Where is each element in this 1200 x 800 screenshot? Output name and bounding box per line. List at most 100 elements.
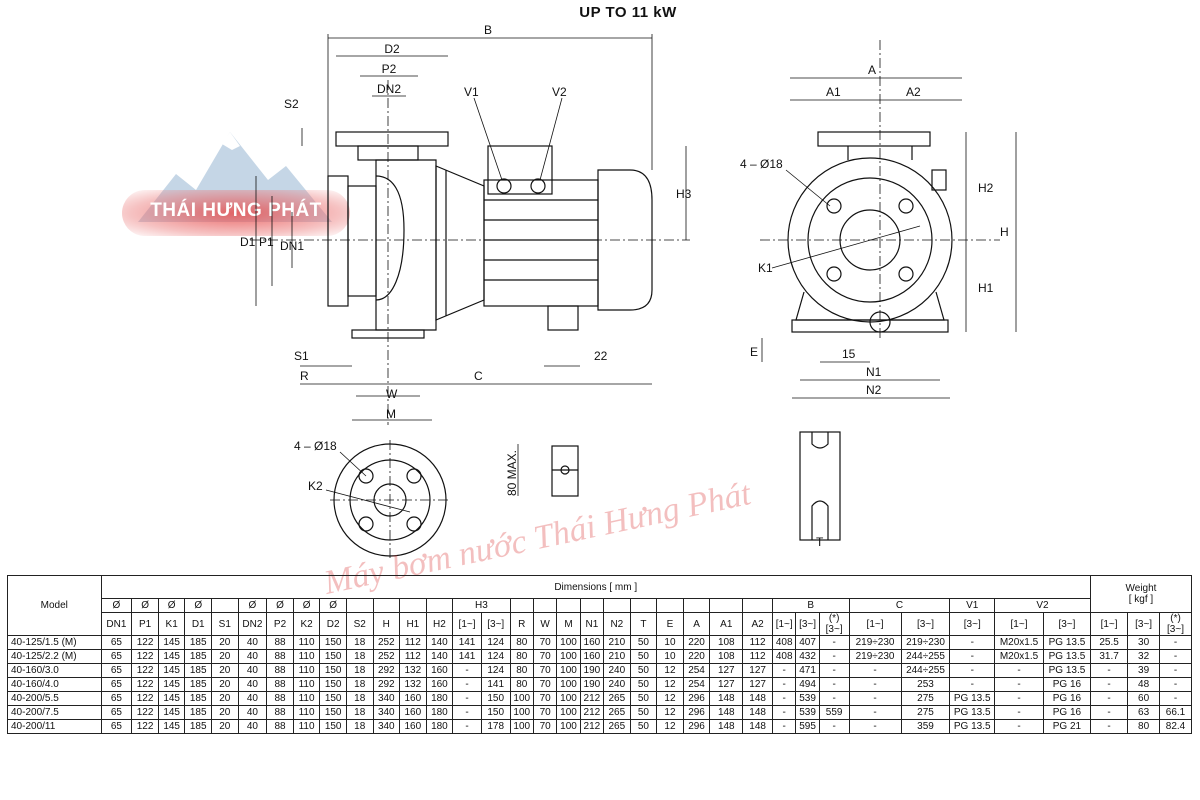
label-R: R [300, 369, 309, 383]
table-cell: - [848, 691, 902, 706]
page-title: UP TO 11 kW [579, 4, 677, 21]
table-cell: - [994, 663, 1044, 678]
table-cell: 150 [319, 691, 347, 706]
header-blank [603, 598, 631, 613]
column-header: D1 [184, 612, 212, 636]
phi-mark: Ø [131, 598, 159, 613]
label-N2: N2 [866, 383, 882, 397]
table-cell: 40 [237, 677, 268, 692]
table-cell: 212 [579, 705, 605, 720]
table-cell: - [771, 691, 797, 706]
table-cell: 50 [629, 635, 658, 650]
header-blank [629, 598, 658, 613]
table-cell: 122 [131, 691, 159, 706]
table-cell: 122 [131, 677, 159, 692]
table-cell: 65 [100, 719, 133, 734]
table-cell: - [818, 635, 850, 650]
table-cell: 20 [211, 649, 239, 664]
table-cell: 18 [345, 705, 374, 720]
table-cell: 141 [480, 677, 511, 692]
column-header: S1 [211, 612, 239, 636]
label-K1: K1 [758, 261, 773, 275]
table-cell: 150 [480, 691, 511, 706]
table-cell: - [818, 691, 850, 706]
table-cell: 244÷255 [900, 663, 951, 678]
table-cell: 110 [292, 663, 321, 678]
header-blank [656, 598, 684, 613]
table-cell: - [848, 663, 902, 678]
column-header: [3~] [949, 612, 996, 636]
label-DN1: DN1 [280, 239, 304, 253]
table-cell: 110 [292, 719, 321, 734]
table-cell: 190 [579, 663, 605, 678]
table-cell: 100 [556, 663, 581, 678]
column-header: T [629, 612, 658, 636]
table-cell: - [949, 635, 996, 650]
label-P2: P2 [382, 62, 397, 76]
table-cell: 160 [579, 635, 605, 650]
table-cell: M20x1.5 [994, 649, 1044, 664]
column-header: N2 [603, 612, 631, 636]
table-cell: 145 [157, 705, 186, 720]
table-cell: - [848, 705, 902, 720]
table-cell: 100 [556, 677, 581, 692]
table-cell: 40 [237, 649, 268, 664]
table-cell: 40 [237, 691, 268, 706]
phi-mark: Ø [266, 598, 294, 613]
label-H2: H2 [978, 181, 994, 195]
table-cell: 122 [131, 705, 159, 720]
table-cell: 65 [100, 635, 133, 650]
table-cell: 148 [742, 719, 773, 734]
table-cell: 25.5 [1089, 635, 1129, 650]
table-cell: 185 [184, 663, 212, 678]
table-cell: 220 [682, 635, 711, 650]
table-cell: 18 [345, 719, 374, 734]
label-15: 15 [842, 347, 856, 361]
table-cell: 124 [480, 649, 511, 664]
table-cell: 296 [682, 691, 711, 706]
table-cell: 88 [266, 705, 294, 720]
table-cell: 145 [157, 635, 186, 650]
label-H3: H3 [676, 187, 692, 201]
label-K2: K2 [308, 479, 323, 493]
model-cell: 40-125/1.5 (M) [7, 635, 102, 650]
model-cell: 40-160/4.0 [7, 677, 102, 692]
model-cell: 40-200/7.5 [7, 705, 102, 720]
column-header: R [509, 612, 534, 636]
table-cell: - [949, 649, 996, 664]
table-cell: 18 [345, 663, 374, 678]
table-cell: 20 [211, 663, 239, 678]
table-cell: 408 [771, 635, 797, 650]
table-cell: - [818, 677, 850, 692]
column-header: P2 [266, 612, 294, 636]
table-cell: 292 [372, 663, 401, 678]
table-cell: M20x1.5 [994, 635, 1044, 650]
table-cell: PG 13.5 [949, 691, 996, 706]
table-cell: 30 [1127, 635, 1161, 650]
column-header: N1 [579, 612, 605, 636]
label-holes-flange: 4 – Ø18 [294, 439, 337, 453]
table-cell: 212 [579, 719, 605, 734]
label-holes-front: 4 – Ø18 [740, 157, 783, 171]
table-cell: - [771, 677, 797, 692]
table-cell: 296 [682, 719, 711, 734]
table-cell: 539 [795, 691, 820, 706]
table-cell: - [1089, 663, 1129, 678]
table-cell: 39 [1127, 663, 1161, 678]
table-cell: - [1089, 691, 1129, 706]
column-header: [3~] [1127, 612, 1161, 636]
table-cell: 88 [266, 663, 294, 678]
table-cell: 100 [556, 635, 581, 650]
table-cell: 340 [372, 691, 401, 706]
table-cell: - [994, 719, 1044, 734]
table-cell: 20 [211, 677, 239, 692]
table-cell: 112 [742, 635, 773, 650]
label-D1: D1 [240, 235, 256, 249]
table-cell: 265 [603, 705, 631, 720]
table-cell: 595 [795, 719, 820, 734]
table-cell: 110 [292, 705, 321, 720]
table-cell: 212 [579, 691, 605, 706]
column-header: [1~] [994, 612, 1044, 636]
company-logo: THÁI HƯNG PHÁT [118, 126, 358, 276]
table-cell: PG 13.5 [1042, 635, 1091, 650]
